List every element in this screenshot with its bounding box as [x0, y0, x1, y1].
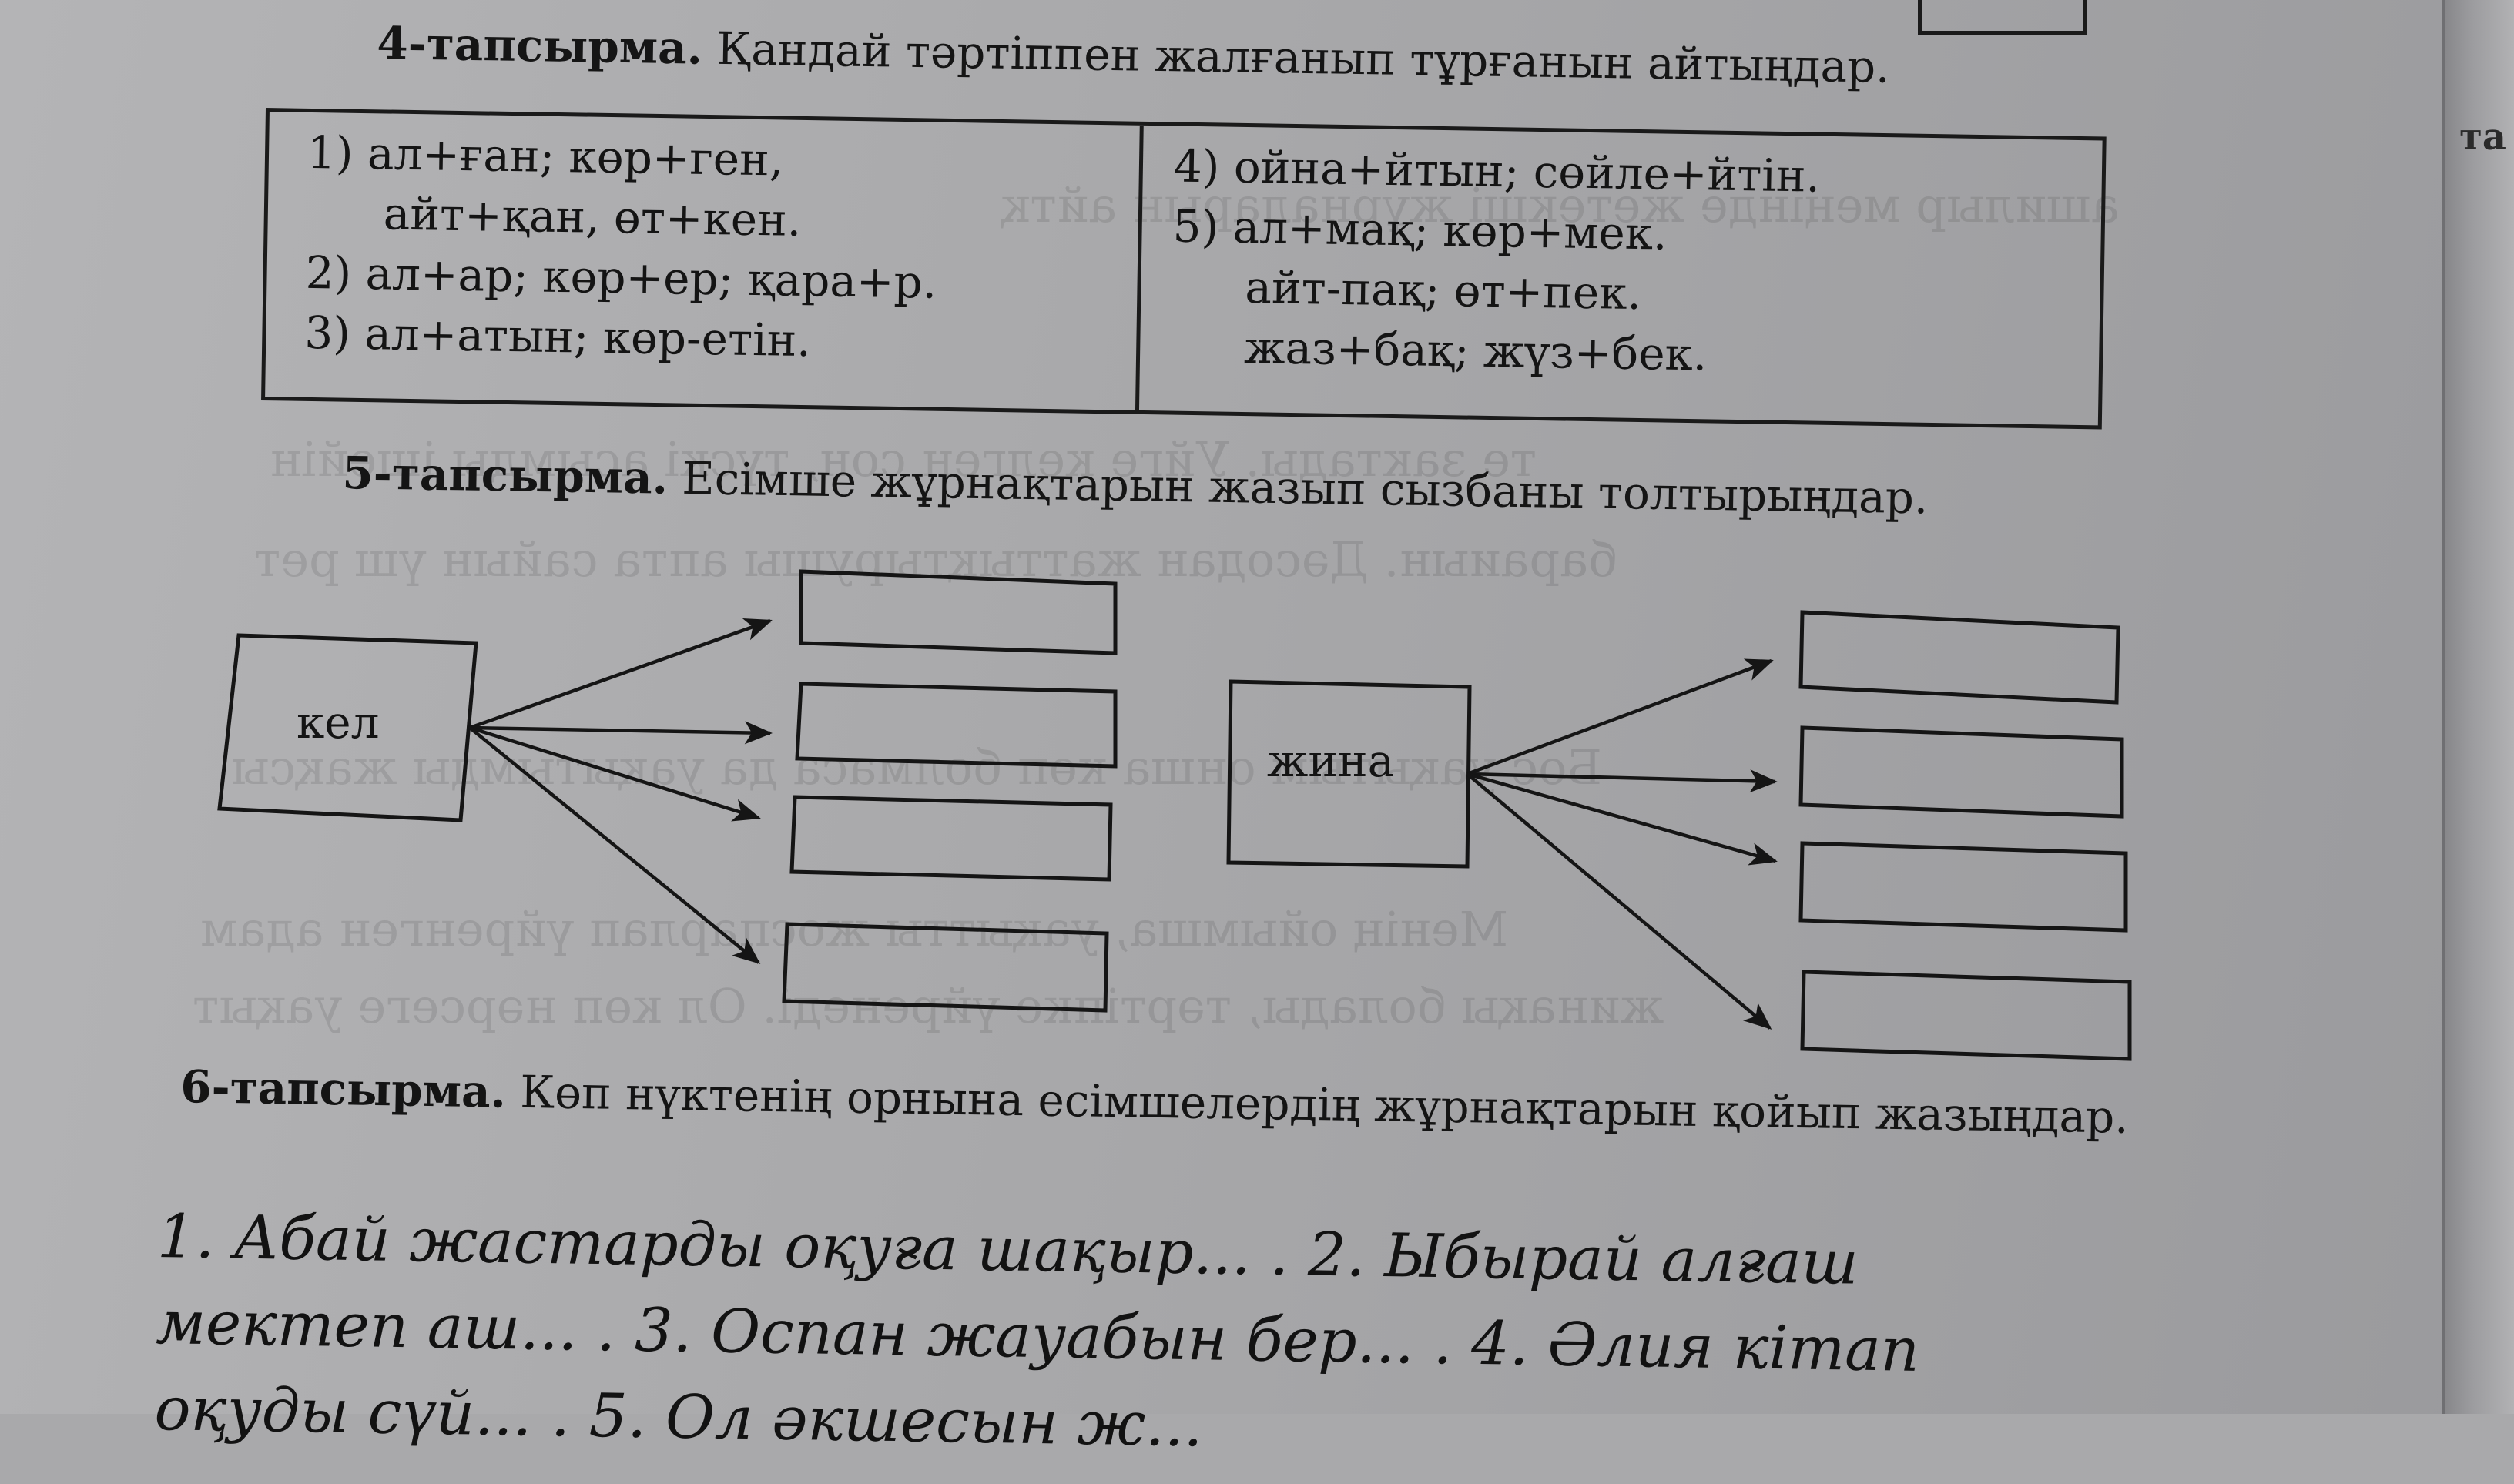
task5-diagrams: кел жина — [217, 569, 2132, 1061]
edge-text: та — [2459, 116, 2506, 159]
arrow-2-4 — [1466, 772, 1772, 1030]
arrow-1-4 — [468, 726, 761, 964]
answer-box-1-4[interactable] — [782, 922, 1109, 1013]
answer-box-1-2[interactable] — [795, 682, 1118, 769]
diagram-1: кел — [217, 569, 1118, 1013]
task6-number: 6-тапсырма. — [179, 1060, 507, 1118]
answer-box-2-3[interactable] — [1798, 841, 2128, 933]
task6-sentences: 1. Абай жастарды оқуға шақыр... . 2. Ыбы… — [154, 1194, 2153, 1484]
root-box-1 — [217, 633, 478, 822]
arrow-1-2 — [469, 721, 773, 745]
diagram-2: жина — [1226, 610, 2132, 1061]
answer-box-1-1[interactable] — [799, 569, 1118, 655]
arrow-1-3 — [469, 725, 761, 822]
answer-box-2-4[interactable] — [1800, 970, 2132, 1061]
answer-box-1-3[interactable] — [789, 795, 1113, 882]
arrow-1-1 — [469, 618, 773, 730]
page-edge: та — [2442, 0, 2514, 1414]
answer-box-2-2[interactable] — [1798, 725, 2124, 819]
root-label-2: жина — [1267, 735, 1394, 787]
root-label-1: кел — [297, 696, 379, 749]
arrow-2-3 — [1466, 772, 1778, 866]
arrow-2-1 — [1466, 658, 1774, 776]
top-partial-box — [1918, 0, 2087, 35]
arrow-2-2 — [1466, 769, 1778, 793]
answer-box-2-1[interactable] — [1798, 610, 2120, 705]
root-box-2 — [1226, 679, 1472, 869]
